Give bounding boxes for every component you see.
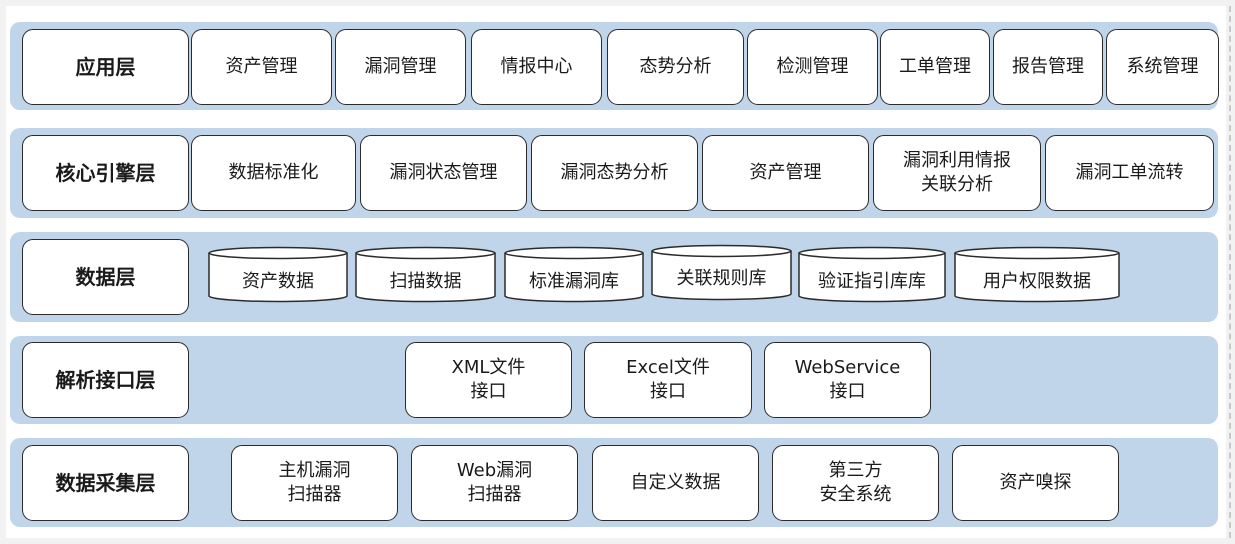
- db-user-permissions-label: 用户权限数据: [983, 271, 1091, 292]
- app-ticket-management: 工单管理: [880, 29, 990, 105]
- db-verification-guide: 验证指引库库: [798, 246, 946, 303]
- core-data-standardization: 数据标准化: [191, 135, 356, 211]
- data-collection-layer-label: 数据采集层: [22, 445, 189, 521]
- webservice-interface: WebService 接口: [764, 342, 931, 418]
- parsing-interface-layer-label: 解析接口层: [22, 342, 189, 418]
- db-correlation-rules-label: 关联规则库: [676, 268, 767, 289]
- db-verification-guide-label: 验证指引库库: [818, 271, 926, 292]
- core-asset-management: 资产管理: [702, 135, 869, 211]
- db-correlation-rules: 关联规则库: [651, 244, 792, 301]
- core-vulnerability-status-management: 漏洞状态管理: [360, 135, 527, 211]
- app-detection-management: 检测管理: [747, 29, 878, 105]
- asset-sniffing: 资产嗅探: [952, 445, 1119, 521]
- host-vulnerability-scanner: 主机漏洞 扫描器: [231, 445, 398, 521]
- core-vulnerability-situation-analysis: 漏洞态势分析: [531, 135, 698, 211]
- database-cylinder-icon: [954, 246, 1120, 303]
- core-engine-layer-label: 核心引擎层: [22, 135, 189, 211]
- app-system-management: 系统管理: [1106, 29, 1219, 105]
- third-party-security-system: 第三方 安全系统: [772, 445, 939, 521]
- app-vulnerability-management: 漏洞管理: [335, 29, 466, 105]
- core-vulnerability-ticket-flow: 漏洞工单流转: [1045, 135, 1214, 211]
- core-exploit-intel-correlation: 漏洞利用情报 关联分析: [873, 135, 1041, 211]
- web-vulnerability-scanner: Web漏洞 扫描器: [411, 445, 578, 521]
- app-situation-analysis: 态势分析: [607, 29, 744, 105]
- application-layer-label: 应用层: [22, 29, 189, 105]
- excel-file-interface: Excel文件 接口: [584, 342, 752, 418]
- db-scan-data: 扫描数据: [355, 246, 496, 303]
- app-asset-management: 资产管理: [191, 29, 332, 105]
- database-cylinder-icon: [651, 244, 792, 301]
- database-cylinder-icon: [504, 246, 644, 303]
- db-asset-data: 资产数据: [208, 246, 348, 303]
- database-cylinder-icon: [798, 246, 946, 303]
- xml-file-interface: XML文件 接口: [405, 342, 572, 418]
- custom-data: 自定义数据: [592, 445, 759, 521]
- data-layer-label: 数据层: [22, 239, 189, 315]
- db-asset-data-label: 资产数据: [242, 271, 314, 292]
- app-report-management: 报告管理: [993, 29, 1103, 105]
- app-intelligence-center: 情报中心: [471, 29, 602, 105]
- db-scan-data-label: 扫描数据: [389, 271, 462, 292]
- db-user-permissions: 用户权限数据: [954, 246, 1120, 303]
- database-cylinder-icon: [355, 246, 496, 303]
- database-cylinder-icon: [208, 246, 348, 303]
- db-standard-vuln-library: 标准漏洞库: [504, 246, 644, 303]
- right-dashed-border: [1229, 6, 1231, 538]
- db-standard-vuln-library-label: 标准漏洞库: [529, 271, 619, 292]
